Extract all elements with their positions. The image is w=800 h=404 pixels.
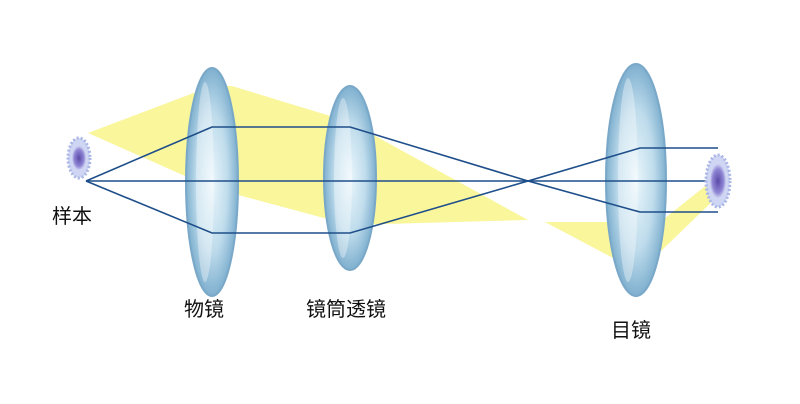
light-beam — [88, 86, 718, 268]
eyepiece-lens — [605, 63, 667, 297]
objective-lens — [185, 67, 239, 297]
ray-lower — [85, 180, 718, 234]
ray-upper — [85, 126, 718, 182]
sample-cell — [66, 136, 92, 180]
beam-objective-to-tube — [212, 86, 350, 225]
light-rays — [85, 126, 718, 234]
beam-sample-to-objective — [88, 86, 212, 188]
eyepiece-label: 目镜 — [611, 318, 651, 342]
beam-tube-to-crossover — [350, 122, 528, 225]
objective-label: 物镜 — [184, 297, 224, 321]
image-cell — [704, 153, 732, 209]
tube-lens-label: 镜筒透镜 — [306, 297, 386, 321]
tube-lens — [323, 85, 377, 271]
sample-label: 样本 — [52, 204, 92, 228]
